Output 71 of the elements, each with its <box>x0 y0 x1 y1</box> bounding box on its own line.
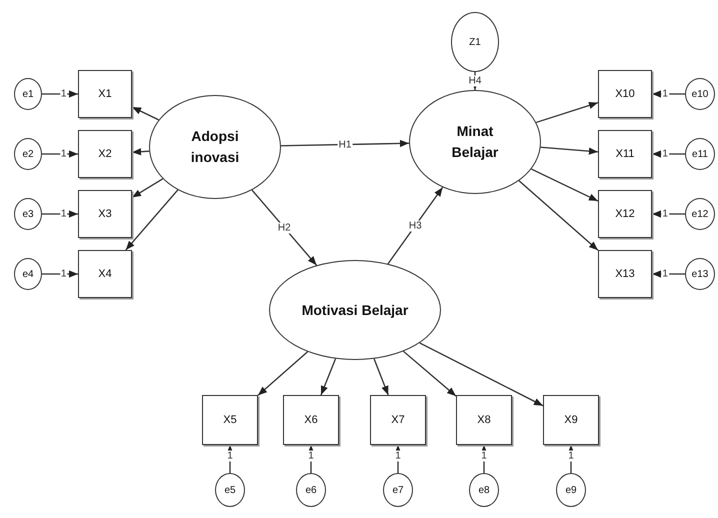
edge-label: 1 <box>60 88 68 100</box>
arrow <box>42 90 78 98</box>
edge-label: H2 <box>276 222 292 234</box>
observed-variable-box: X13 <box>598 250 652 298</box>
error-term-circle: e2 <box>14 138 42 170</box>
error-term-circle: e4 <box>14 258 42 290</box>
edge-label: 1 <box>60 148 68 160</box>
observed-variable-box: X4 <box>78 250 132 298</box>
observed-variable-box: X9 <box>543 395 599 445</box>
arrow <box>652 270 685 278</box>
error-term-circle: Z1 <box>451 12 499 72</box>
observed-variable-box: X8 <box>456 395 512 445</box>
error-term-circle: e7 <box>383 473 413 507</box>
arrow <box>258 351 308 396</box>
error-term-circle: e10 <box>685 78 715 110</box>
error-term-circle: e6 <box>296 473 326 507</box>
arrow <box>132 106 159 120</box>
observed-variable-box: X2 <box>78 130 132 178</box>
edge-label: 1 <box>394 450 402 462</box>
arrow <box>132 148 150 156</box>
arrow <box>518 180 598 251</box>
edge-label: 1 <box>480 450 488 462</box>
edge-label: 1 <box>661 208 669 220</box>
arrow <box>42 150 78 158</box>
arrow <box>536 102 598 124</box>
arrow <box>42 270 78 278</box>
observed-variable-box: X7 <box>370 395 426 445</box>
arrow <box>373 358 389 396</box>
edge-label: 1 <box>60 268 68 280</box>
latent-variable-ellipse: Minat Belajar <box>409 90 541 194</box>
observed-variable-box: X3 <box>78 190 132 238</box>
edge-label: 1 <box>661 148 669 160</box>
observed-variable-box: X5 <box>202 395 258 445</box>
error-term-circle: e13 <box>685 258 715 290</box>
observed-variable-box: X1 <box>78 70 132 118</box>
error-term-circle: e1 <box>14 78 42 110</box>
arrow <box>652 150 685 158</box>
latent-variable-ellipse: Adopsi inovasi <box>149 95 281 199</box>
edge-label: 1 <box>567 450 575 462</box>
arrow <box>280 140 410 148</box>
error-term-circle: e11 <box>685 138 715 170</box>
edge-label: 1 <box>661 88 669 100</box>
observed-variable-box: X10 <box>598 70 652 118</box>
error-term-circle: e3 <box>14 198 42 230</box>
arrow <box>132 178 164 198</box>
arrow <box>540 146 598 155</box>
edge-label: H3 <box>408 220 423 232</box>
edge-label: H4 <box>468 76 482 86</box>
arrow <box>403 350 456 397</box>
error-term-circle: e8 <box>469 473 499 507</box>
latent-variable-ellipse: Motivasi Belajar <box>269 260 441 360</box>
observed-variable-box: X12 <box>598 190 652 238</box>
error-term-circle: e9 <box>556 473 586 507</box>
error-term-circle: e12 <box>685 198 715 230</box>
arrow <box>320 358 336 396</box>
arrow <box>387 186 444 264</box>
observed-variable-box: X11 <box>598 130 652 178</box>
edge-label: 1 <box>661 268 669 280</box>
arrow <box>419 342 544 406</box>
arrow <box>652 90 685 98</box>
arrow <box>125 190 178 250</box>
observed-variable-box: X6 <box>283 395 339 445</box>
edge-label: 1 <box>60 208 68 220</box>
edge-label: 1 <box>226 450 234 462</box>
arrow <box>531 168 598 202</box>
arrow <box>652 210 685 218</box>
edge-label: 1 <box>307 450 315 462</box>
arrow <box>252 190 318 266</box>
arrow <box>42 210 78 218</box>
error-term-circle: e5 <box>215 473 245 507</box>
edge-label: H1 <box>338 139 352 150</box>
